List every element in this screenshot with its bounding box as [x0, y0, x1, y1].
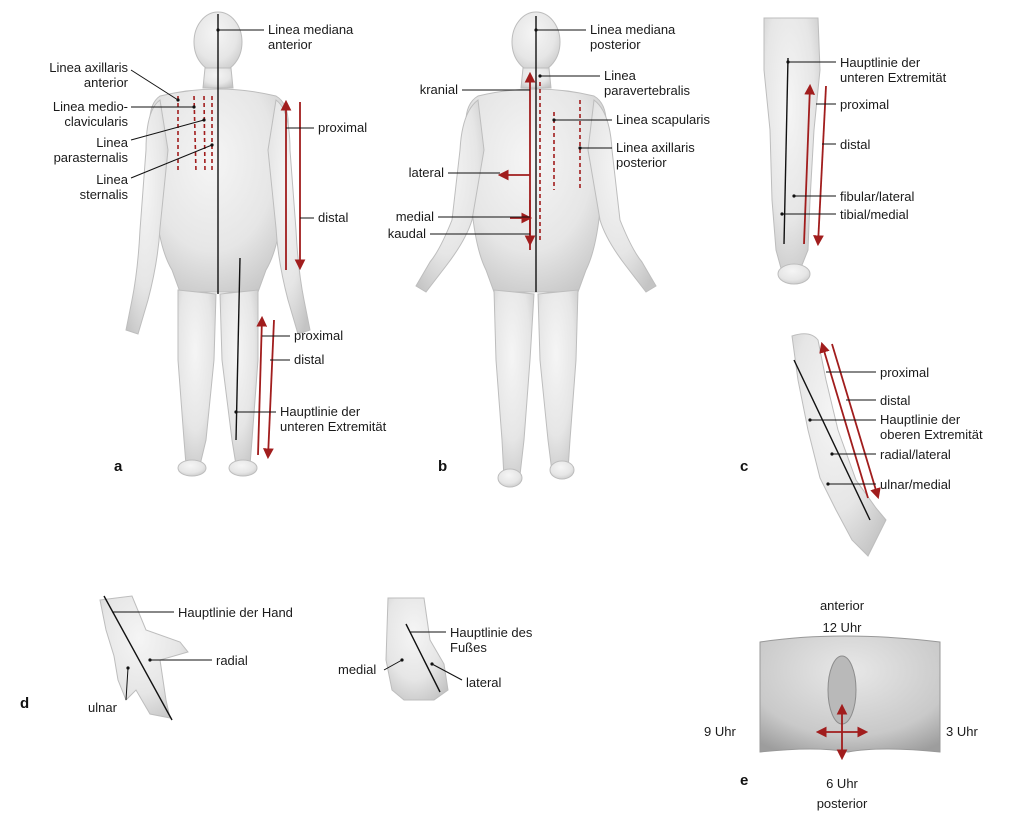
label-line: Linea axillaris [49, 60, 128, 75]
label-trunk-proximal: proximal [318, 120, 368, 135]
label-line: clavicularis [64, 114, 128, 129]
label-line: Hauptlinie der [880, 412, 961, 427]
label-c-arm-distal: distal [880, 393, 911, 408]
label-12-uhr: 12 Uhr [822, 620, 862, 635]
label-line: Fußes [450, 640, 487, 655]
panel-label-c: c [740, 458, 749, 475]
label-leg-proximal: proximal [294, 328, 344, 343]
label-kranial: kranial [419, 82, 458, 97]
panel-label-b: b [438, 458, 448, 475]
label-fibular-lateral: fibular/lateral [840, 189, 915, 204]
label-9-uhr: 9 Uhr [704, 724, 736, 739]
label-trunk-distal: distal [318, 210, 349, 225]
label-tibial-medial: tibial/medial [840, 207, 909, 222]
label-linea-paravertebralis: Linea paravertebralis [604, 68, 690, 98]
label-lateral-foot: lateral [466, 675, 502, 690]
label-line: Linea [604, 68, 636, 83]
label-linea-axillaris-anterior: Linea axillaris anterior [26, 60, 128, 90]
label-line: sternalis [79, 187, 128, 202]
label-linea-scapularis: Linea scapularis [616, 112, 710, 127]
label-line: Linea [96, 172, 128, 187]
reference-lines [103, 14, 871, 721]
label-line: unteren Extremität [280, 419, 387, 434]
label-hauptlinie-untere-a: Hauptlinie der unteren Extremität [280, 404, 386, 434]
label-line: anterior [83, 75, 128, 90]
label-linea-mediana-posterior: Linea mediana posterior [590, 22, 675, 52]
label-linea-axillaris-posterior: Linea axillaris posterior [616, 140, 695, 170]
label-line: Linea mediana [590, 22, 676, 37]
label-posterior: posterior [816, 796, 868, 811]
label-linea-medioclavicularis: Linea medio- clavicularis [26, 99, 128, 129]
label-line: Linea medio- [52, 99, 128, 114]
label-line: Linea axillaris [616, 140, 695, 155]
label-6-uhr: 6 Uhr [826, 776, 858, 791]
leg-lateral-view [763, 17, 821, 285]
foot-view [385, 597, 449, 701]
label-3-uhr: 3 Uhr [946, 724, 978, 739]
label-lateral-b: lateral [408, 165, 444, 180]
label-c-arm-proximal: proximal [880, 365, 930, 380]
label-line: Linea mediana [268, 22, 354, 37]
red-arrows [256, 71, 881, 761]
hand-view [99, 595, 189, 719]
label-medial-foot: medial [338, 662, 377, 677]
label-hauptlinie-obere: Hauptlinie der oberen Extremität [880, 412, 983, 442]
body-anterior [125, 11, 311, 477]
label-ulnar: ulnar [88, 700, 117, 715]
label-anterior: anterior [819, 598, 865, 613]
label-ulnar-medial: ulnar/medial [880, 477, 951, 492]
label-line: oberen Extremität [880, 427, 983, 442]
panel-label-e: e [740, 772, 749, 789]
label-hauptlinie-hand: Hauptlinie der Hand [178, 605, 293, 620]
label-hauptlinie-untere-c: Hauptlinie der unteren Extremität [840, 55, 946, 85]
panel-label-d: d [20, 695, 30, 712]
label-line: parasternalis [53, 150, 128, 165]
label-hauptlinie-fuss: Hauptlinie des Fußes [450, 625, 532, 655]
label-c-leg-proximal: proximal [840, 97, 890, 112]
label-linea-mediana-anterior: Linea mediana anterior [268, 22, 353, 52]
label-leg-distal: distal [294, 352, 325, 367]
label-line: Hauptlinie des [450, 625, 533, 640]
label-radial: radial [216, 653, 248, 668]
label-line: Hauptlinie der [840, 55, 921, 70]
label-line: anterior [268, 37, 313, 52]
panel-label-a: a [114, 458, 123, 475]
label-line: unteren Extremität [840, 70, 947, 85]
marker-dots [126, 28, 834, 670]
label-medial-b: medial [395, 209, 434, 224]
label-radial-lateral: radial/lateral [880, 447, 951, 462]
label-line: posterior [590, 37, 641, 52]
label-line: Linea [96, 135, 128, 150]
label-line: Hauptlinie der [280, 404, 361, 419]
label-kaudal: kaudal [387, 226, 426, 241]
label-linea-parasternalis: Linea parasternalis [26, 135, 128, 165]
label-line: paravertebralis [604, 83, 690, 98]
leader-lines [112, 29, 876, 701]
label-line: posterior [616, 155, 667, 170]
label-linea-sternalis: Linea sternalis [26, 172, 128, 202]
arm-view [791, 333, 887, 557]
perineum-view [759, 635, 941, 753]
label-c-leg-distal: distal [840, 137, 871, 152]
